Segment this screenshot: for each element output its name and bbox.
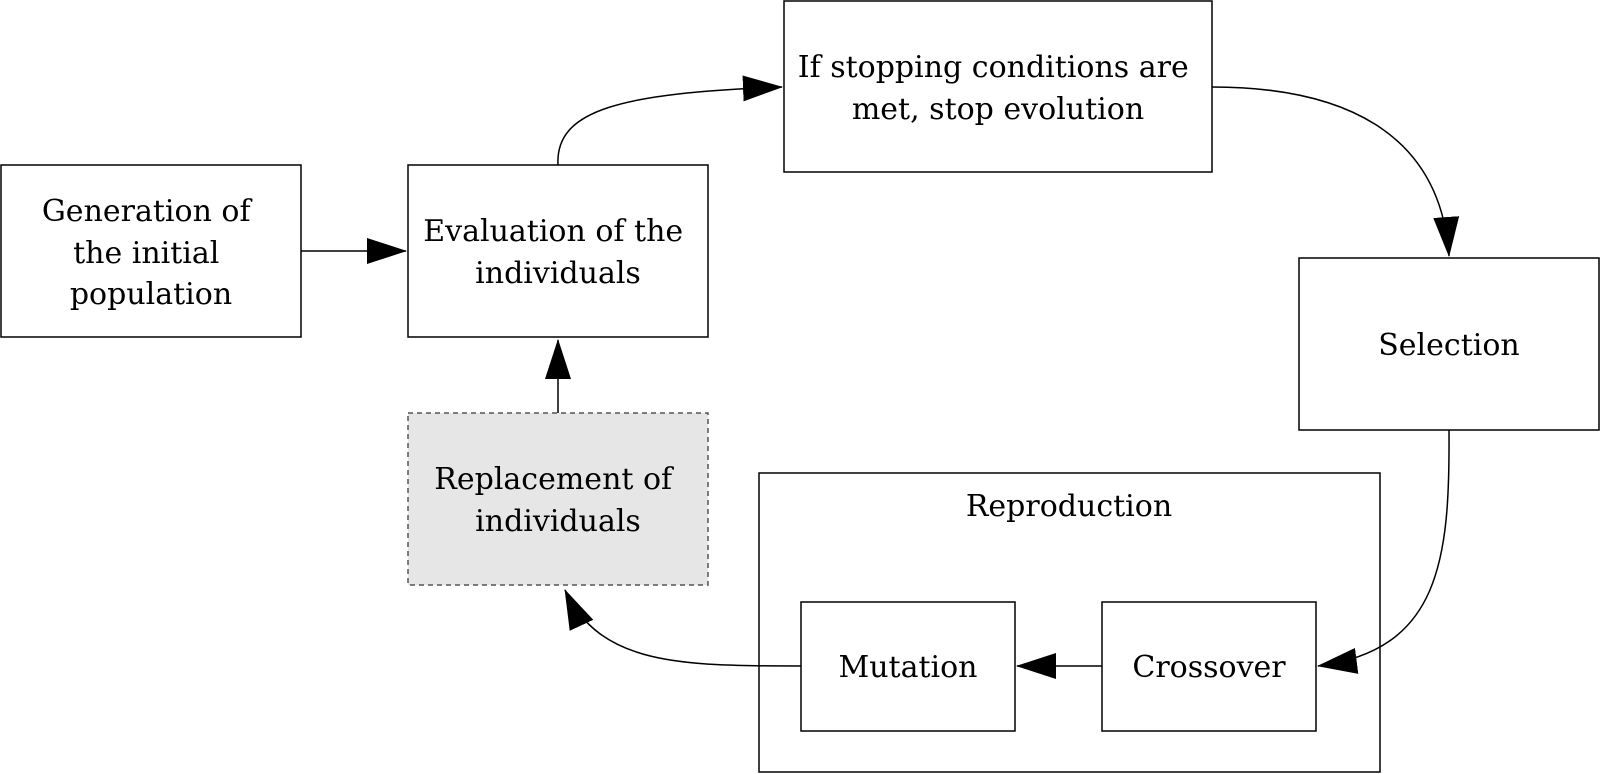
crossover-line-1: Crossover [1132,650,1286,685]
stopping-line-1: If stopping conditions are [798,50,1189,85]
mutation-line-1: Mutation [838,650,977,685]
stopping-conditions-node: If stopping conditions are met, stop evo… [783,0,1213,173]
svg-text:If stopping conditions are: If stopping conditions are met, stop evo… [798,50,1199,127]
evaluation-line-1: Evaluation of the [423,214,683,249]
svg-text:Selection: Selection [1378,328,1520,363]
mutation-node: Mutation [800,601,1016,732]
generation-line-3: population [70,277,232,312]
generation-line-1: Generation of [42,194,253,229]
evaluation-node: Evaluation of the individuals [407,164,709,338]
svg-text:Reproduction: Reproduction [966,489,1172,524]
svg-text:Replacement of individua: Replacement of individuals [434,462,681,539]
stopping-line-2: met, stop evolution [852,92,1144,127]
replacement-node: Replacement of individuals [407,412,709,586]
arrow-evaluation-to-stopping [557,75,783,166]
svg-text:Evaluation of the indivi: Evaluation of the individuals [423,214,692,291]
generation-line-2: the initial [73,236,219,271]
replacement-line-2: individuals [475,504,641,539]
arrow-selection-to-crossover [1317,429,1450,674]
selection-line-1: Selection [1378,328,1520,363]
arrow-stopping-to-selection [1211,86,1460,257]
arrow-mutation-to-replacement [564,589,802,667]
crossover-node: Crossover [1101,601,1317,732]
replacement-line-1: Replacement of [434,462,674,497]
svg-text:Generation of the initia: Generation of the initial population [42,194,260,312]
reproduction-label: Reproduction [966,489,1172,524]
svg-text:Crossover: Crossover [1132,650,1286,685]
generation-node: Generation of the initial population [0,164,302,338]
selection-node: Selection [1298,257,1600,431]
svg-text:Mutation: Mutation [838,650,977,685]
evaluation-line-2: individuals [475,256,641,291]
